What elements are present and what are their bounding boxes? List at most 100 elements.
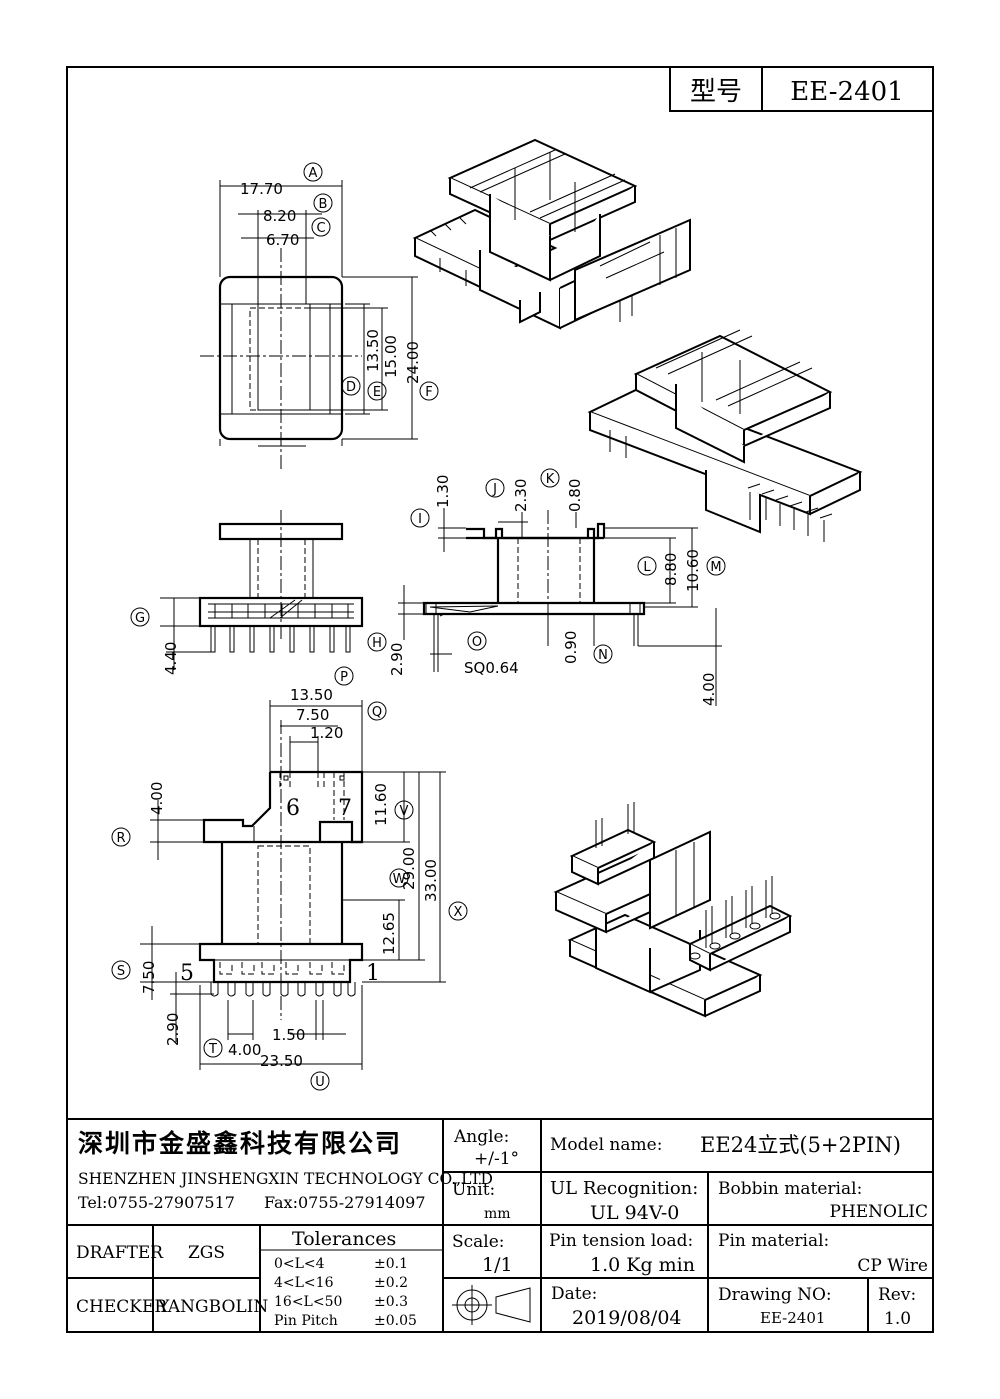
dim-i: 1.30 <box>434 475 452 508</box>
callout-w: W <box>393 872 406 887</box>
isometric-view-middle <box>587 329 863 542</box>
callout-u: U <box>315 1075 325 1090</box>
ul-label: UL Recognition: <box>550 1178 698 1199</box>
callout-g: G <box>135 611 145 626</box>
unit-label: Unit: <box>452 1180 495 1200</box>
tolerances-title: Tolerances <box>292 1228 396 1250</box>
bobbin-value: PHENOLIC <box>830 1202 929 1222</box>
dim-n: 4.00 <box>700 673 718 706</box>
tolerance-range-3: Pin Pitch <box>274 1313 338 1329</box>
callout-d: D <box>346 380 356 395</box>
pin-label-5: 5 <box>180 961 194 986</box>
ul-value: UL 94V-0 <box>590 1202 679 1224</box>
callout-p: P <box>340 670 348 685</box>
pin-material-value: CP Wire <box>857 1256 928 1276</box>
callout-t: T <box>208 1042 217 1057</box>
dim-t: 4.00 <box>228 1041 261 1059</box>
callout-m: M <box>710 560 721 575</box>
bobbin-label: Bobbin material: <box>718 1179 862 1199</box>
dim-r: 4.00 <box>148 782 166 815</box>
company-name-en: SHENZHEN JINSHENGXIN TECHNOLOGY CO.,LTD <box>78 1170 493 1188</box>
pin-label-6: 6 <box>286 796 300 821</box>
side-view: 1.30 2.30 0.80 8.80 10.60 2.90 SQ0.64 0.… <box>367 468 726 706</box>
callout-j: J <box>492 482 497 497</box>
callout-i: I <box>418 512 422 527</box>
date-label: Date: <box>551 1284 597 1304</box>
date-value: 2019/08/04 <box>572 1307 682 1329</box>
dim-b: 8.20 <box>263 207 296 225</box>
dim-f: 24.00 <box>404 341 422 384</box>
callout-b: B <box>319 197 328 212</box>
model-name-value: EE24立式(5+2PIN) <box>700 1133 901 1157</box>
callout-l: L <box>643 560 651 575</box>
dim-u: 23.50 <box>260 1052 303 1070</box>
dim-a: 17.70 <box>240 180 283 198</box>
dim-j: 2.30 <box>512 479 530 512</box>
rev-value: 1.0 <box>884 1309 911 1329</box>
drawing-no-label: Drawing NO: <box>718 1285 832 1305</box>
callout-c: C <box>316 221 325 236</box>
unit-value: mm <box>484 1206 511 1222</box>
pin-label-1: 1 <box>366 961 380 986</box>
scale-label: Scale: <box>452 1232 505 1252</box>
bottom-view: 6 7 5 1 13.50 <box>111 666 468 1091</box>
title-block: 深圳市金盛鑫科技有限公司 SHENZHEN JINSHENGXIN TECHNO… <box>67 1118 933 1332</box>
callout-x: X <box>454 905 463 920</box>
angle-value: +/-1° <box>474 1149 519 1169</box>
dim-s: 7.50 <box>140 961 158 994</box>
company-tel: Tel:0755-27907517 <box>78 1193 235 1212</box>
model-label: 型号 <box>690 77 742 107</box>
tolerance-value-1: ±0.2 <box>374 1275 408 1291</box>
isometric-view-bottom <box>553 802 793 1018</box>
company-fax: Fax:0755-27914097 <box>264 1193 426 1212</box>
angle-label: Angle: <box>453 1127 509 1147</box>
dim-q2: 1.20 <box>310 724 343 742</box>
callout-h: H <box>372 636 382 651</box>
tolerance-range-2: 16<L<50 <box>274 1294 342 1310</box>
model-name-label: Model name: <box>550 1135 662 1155</box>
checker-label: CHECKER <box>76 1297 168 1317</box>
dim-s2: 2.90 <box>164 1013 182 1046</box>
model-box: 型号 EE-2401 <box>669 66 934 112</box>
dim-m: 10.60 <box>684 549 702 592</box>
model-value: EE-2401 <box>790 77 903 107</box>
callout-r: R <box>116 831 125 846</box>
isometric-view-top <box>412 138 691 330</box>
dim-p: 13.50 <box>290 686 333 704</box>
tolerance-range-1: 4<L<16 <box>274 1275 334 1291</box>
callout-e: E <box>373 385 381 400</box>
dim-q: 7.50 <box>296 706 329 724</box>
dim-t2: 1.50 <box>272 1026 305 1044</box>
dim-w2: 12.65 <box>380 912 398 955</box>
callout-o: O <box>472 635 482 650</box>
dim-h: 2.90 <box>388 643 406 676</box>
dim-v: 11.60 <box>372 783 390 826</box>
sheet-border <box>66 66 934 1333</box>
callout-k: K <box>546 472 555 487</box>
drafter-value: ZGS <box>188 1243 225 1263</box>
dim-d: 13.50 <box>364 329 382 372</box>
dim-k: 0.80 <box>566 479 584 512</box>
callout-f: F <box>425 385 432 400</box>
drafter-label: DRAFTER <box>76 1243 164 1263</box>
scale-value: 1/1 <box>482 1254 513 1276</box>
pin-tension-value: 1.0 Kg min <box>590 1254 695 1276</box>
callout-q: Q <box>372 705 382 720</box>
dim-n2: 0.90 <box>562 631 580 664</box>
tolerance-value-0: ±0.1 <box>374 1256 408 1272</box>
tolerance-range-0: 0<L<4 <box>274 1256 325 1272</box>
top-view: 17.70 8.20 6.70 13.50 15.00 24.00 A B C … <box>200 162 439 470</box>
checker-value: YANGBOLIN <box>157 1297 268 1317</box>
rev-label: Rev: <box>878 1285 916 1305</box>
callout-v: V <box>400 804 409 819</box>
projection-symbol <box>452 1285 531 1325</box>
callout-s: S <box>117 964 125 979</box>
tolerance-value-3: ±0.05 <box>374 1313 417 1329</box>
tolerance-value-2: ±0.3 <box>374 1294 408 1310</box>
dim-c: 6.70 <box>266 231 299 249</box>
dim-e: 15.00 <box>382 335 400 378</box>
pin-material-label: Pin material: <box>718 1231 829 1251</box>
dim-g: 4.40 <box>162 642 180 675</box>
pin-tension-label: Pin tension load: <box>549 1231 693 1251</box>
